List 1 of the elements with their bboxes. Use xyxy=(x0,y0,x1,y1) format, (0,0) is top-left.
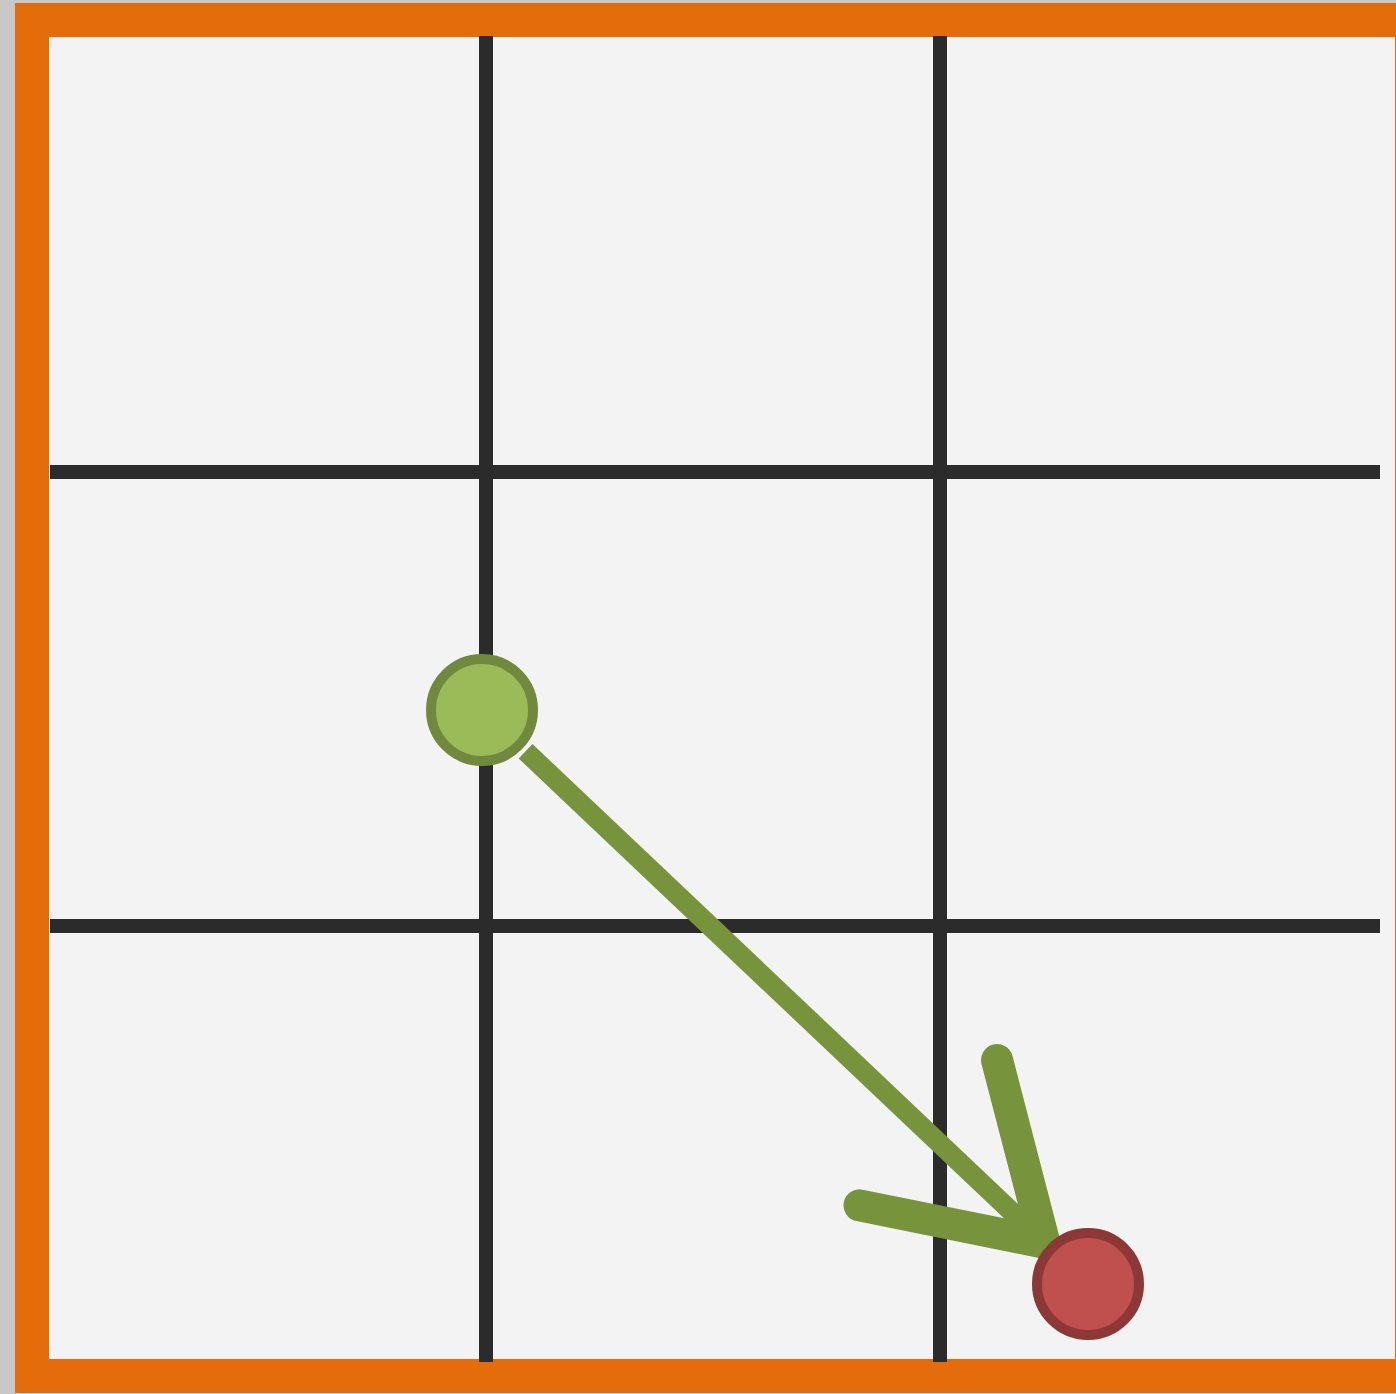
arrow xyxy=(518,744,1061,1259)
